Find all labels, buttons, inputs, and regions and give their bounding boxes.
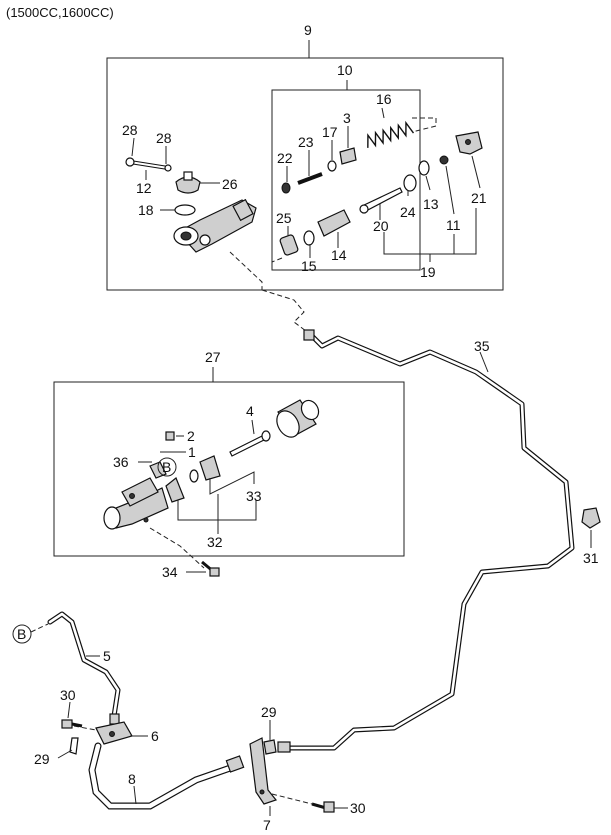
label-11: 11: [446, 217, 461, 233]
page-title: (1500CC,1600CC): [6, 5, 114, 20]
pin-icon: [125, 157, 172, 172]
master-cylinder-group: 9 10: [106, 22, 504, 291]
label-20: 20: [373, 218, 389, 234]
label-10: 10: [337, 62, 353, 78]
label-34: 34: [162, 564, 178, 580]
label-25: 25: [276, 210, 292, 226]
master-cylinder-icon: [173, 198, 257, 253]
label-1: 1: [188, 444, 196, 460]
bolt-icon-30a: [61, 719, 83, 729]
label-19: 19: [420, 264, 436, 280]
label-b2: B: [17, 626, 26, 642]
dowel-icon: [69, 737, 79, 755]
piston-assy-icon: [317, 209, 351, 237]
label-16: 16: [376, 91, 392, 107]
label-27: 27: [205, 349, 221, 365]
clevis-icon: [339, 147, 357, 165]
label-35: 35: [474, 338, 490, 354]
push-rod-icon: [297, 172, 323, 185]
o-ring-icon: [174, 204, 196, 216]
boot-icon: [276, 399, 320, 438]
label-3: 3: [343, 110, 351, 126]
bleeder-cap-icon: [165, 431, 175, 441]
label-b1: B: [162, 459, 171, 475]
label-36: 36: [113, 454, 129, 470]
label-31: 31: [583, 550, 599, 566]
label-28b: 28: [156, 130, 172, 146]
marker-b-icon-2: [12, 624, 32, 644]
label-7: 7: [263, 817, 271, 833]
label-9: 9: [304, 22, 312, 38]
release-push-rod-icon: [229, 435, 265, 457]
label-24: 24: [400, 204, 416, 220]
label-15: 15: [301, 258, 317, 274]
label-14: 14: [331, 247, 347, 263]
label-30a: 30: [60, 687, 76, 703]
piston-icon: [279, 234, 299, 256]
label-2: 2: [187, 428, 195, 444]
bracket-icon: [95, 721, 133, 745]
clip-icon: 31: [581, 507, 601, 566]
label-18: 18: [138, 202, 154, 218]
label-5: 5: [103, 648, 111, 664]
group-box-9: [106, 57, 504, 291]
washer-icon: [281, 182, 291, 194]
hose-icon: [88, 742, 245, 810]
clip-29-icon: [263, 739, 277, 755]
release-piston-icon: [199, 455, 221, 481]
label-30b: 30: [350, 800, 366, 816]
clutch-pipe: 35: [277, 329, 575, 753]
label-29a: 29: [34, 751, 50, 767]
label-6: 6: [151, 728, 159, 744]
label-4: 4: [246, 403, 254, 419]
bolt-icon: [201, 560, 220, 577]
release-cylinder-icon: [103, 477, 169, 530]
label-8: 8: [128, 771, 136, 787]
label-32: 32: [207, 534, 223, 550]
label-17: 17: [322, 124, 338, 140]
group-box-27: [53, 381, 405, 557]
pipe-fitting-icon: [303, 329, 315, 341]
label-26: 26: [222, 176, 238, 192]
release-cylinder-group: 27 B: [53, 349, 405, 557]
group-box-10: [271, 89, 421, 271]
bolt-icon-30b: [311, 801, 335, 813]
label-33: 33: [246, 488, 262, 504]
label-13: 13: [423, 196, 439, 212]
label-21: 21: [471, 190, 487, 206]
marker-b-icon: [157, 457, 177, 477]
label-23: 23: [298, 134, 314, 150]
label-28a: 28: [122, 122, 138, 138]
bracket-7-icon: [249, 737, 278, 805]
spring-icon: [367, 120, 415, 148]
label-12: 12: [136, 180, 152, 196]
reservoir-cap-icon: [175, 171, 220, 194]
nut-icon: [403, 174, 417, 192]
label-22: 22: [277, 150, 293, 166]
label-29b: 29: [261, 704, 277, 720]
pipe-icon: [47, 611, 121, 725]
